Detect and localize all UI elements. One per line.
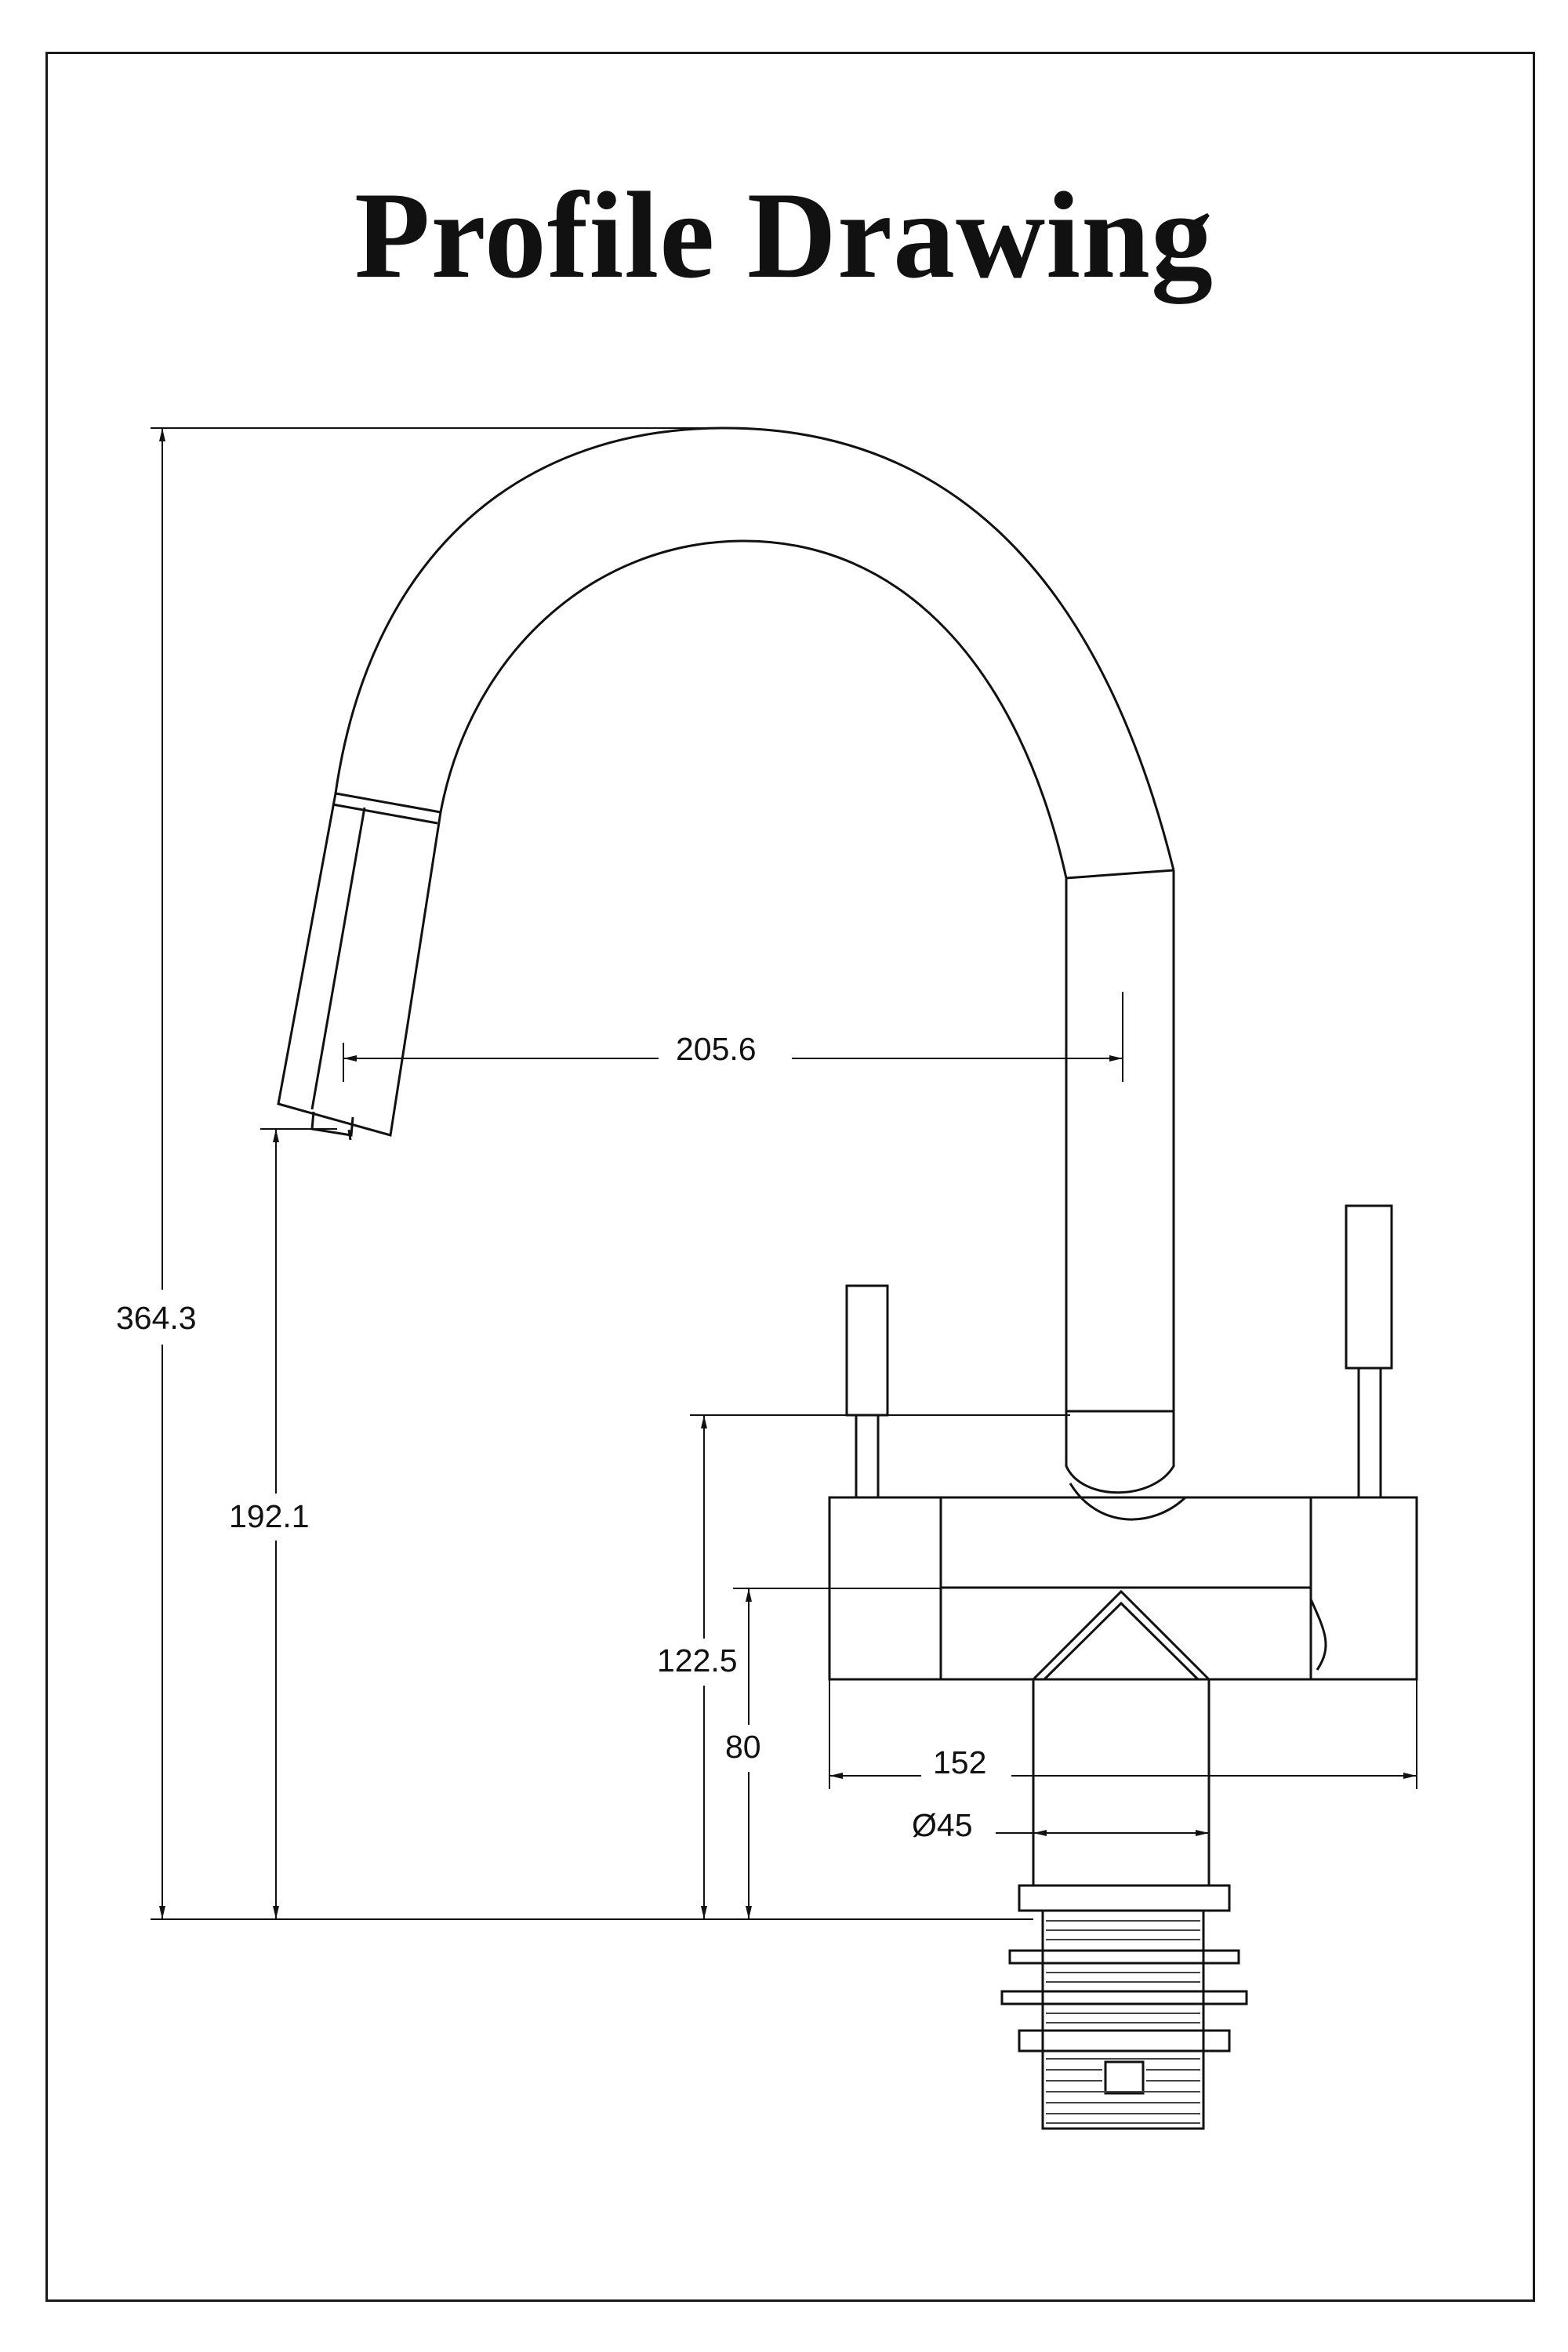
dim-body-width: 152 [933, 1744, 986, 1780]
dim-overall-height: 364.3 [116, 1300, 197, 1336]
right-handle-stem [1357, 1367, 1382, 1499]
dim-spout-height: 192.1 [229, 1498, 310, 1534]
washer-2 [1000, 1990, 1248, 2005]
dim-base-height: 80 [725, 1729, 761, 1765]
faucet-outline [277, 426, 1418, 2130]
spout-inner-curve [439, 539, 1068, 879]
spout-outer-curve [334, 426, 1175, 871]
threaded-shank [1041, 1909, 1205, 2130]
dimension-labels: 364.3 192.1 205.6 122.5 80 152 Ø45 [116, 1031, 986, 1843]
mount-nut [1018, 2029, 1231, 2053]
set-screw [1104, 2060, 1145, 2095]
page-title: Profile Drawing [354, 167, 1214, 304]
drawing-frame [45, 52, 1535, 2302]
left-handle-stem [855, 1414, 880, 1499]
spray-head [277, 792, 442, 1137]
dimension-lines [151, 427, 1417, 1920]
mount-plate [1018, 1884, 1231, 1912]
dim-base-diameter: Ø45 [912, 1807, 973, 1843]
right-cap [1309, 1496, 1418, 1681]
base-neck [1032, 1679, 1210, 1886]
right-handle-grip [1345, 1204, 1393, 1370]
washer-1 [1008, 1949, 1240, 1965]
shank-threads [1046, 1920, 1200, 2124]
dim-spout-reach: 205.6 [676, 1031, 757, 1067]
left-handle-grip [845, 1284, 889, 1417]
swivel-collar [1065, 1411, 1175, 1494]
dim-body-height: 122.5 [657, 1642, 738, 1679]
base-chevron [1032, 1589, 1210, 1681]
